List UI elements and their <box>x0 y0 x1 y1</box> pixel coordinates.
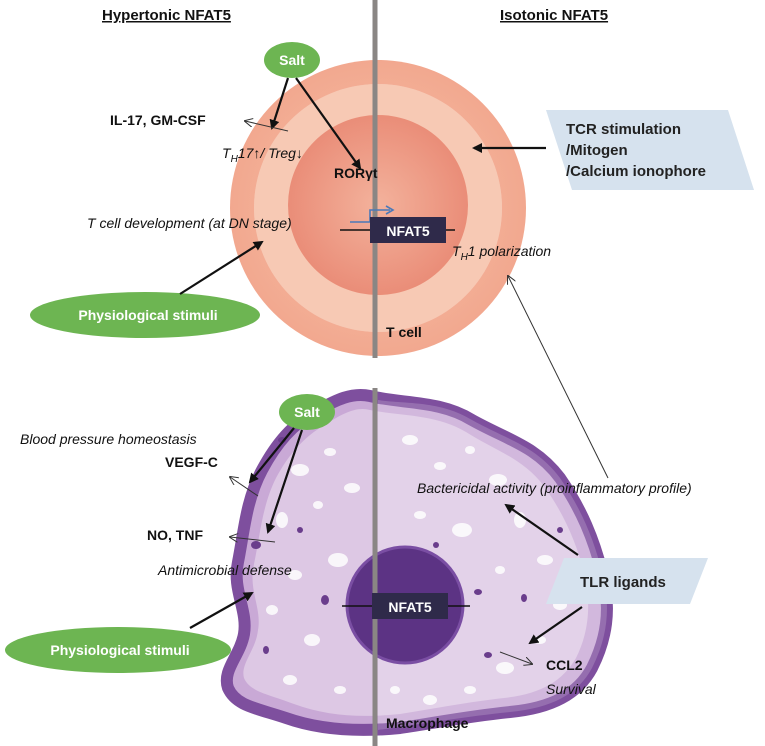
arrow-salt-to-no-tnf <box>265 429 304 534</box>
granules <box>251 437 563 658</box>
nfat5-label-tcell: NFAT5 <box>386 223 430 239</box>
ccl2-label: CCL2 <box>546 657 583 673</box>
blood-pressure-label: Blood pressure homeostasis <box>20 431 197 447</box>
no-tnf-label: NO, TNF <box>147 527 203 543</box>
arrow-to-il17 <box>245 121 289 132</box>
tcr-line2: /Mitogen <box>566 142 628 159</box>
tcr-box <box>546 110 754 190</box>
nfat5-label-macrophage: NFAT5 <box>388 599 432 615</box>
arrow-tlr-to-ccl2 <box>528 606 583 645</box>
arrow-salt-to-rorgt <box>295 77 362 170</box>
tcr-line3: /Calcium ionophore <box>566 163 706 180</box>
physio-bubble-tcell <box>30 292 260 338</box>
nfat5-box-macrophage <box>372 593 448 619</box>
tcell-label: T cell <box>386 324 422 340</box>
physio-bubble-macrophage <box>5 627 231 673</box>
arrow-to-no-tnf <box>230 537 276 543</box>
arrow-to-ccl2 <box>499 651 532 664</box>
arrow-salt-to-th17 <box>269 77 290 130</box>
nfat5-box-tcell <box>370 217 446 243</box>
macrophage-label: Macrophage <box>386 715 469 731</box>
physio-label-macrophage: Physiological stimuli <box>50 642 189 658</box>
salt-label-tcell: Salt <box>279 52 305 68</box>
gene-transcription-arrow <box>350 209 390 223</box>
physio-label-tcell: Physiological stimuli <box>78 307 217 323</box>
arrow-to-vegfc <box>230 477 259 497</box>
tlr-label: TLR ligands <box>580 574 666 591</box>
salt-label-macrophage: Salt <box>294 404 320 420</box>
tcr-line1: TCR stimulation <box>566 121 681 138</box>
salt-bubble-macrophage <box>279 394 335 430</box>
arrow-physio-to-development <box>179 240 264 295</box>
vegfc-label: VEGF-C <box>165 454 218 470</box>
survival-label: Survival <box>546 681 597 697</box>
arrow-physio-to-antimicrobial <box>189 592 254 629</box>
arrow-to-th1 <box>508 276 609 479</box>
header-isotonic: Isotonic NFAT5 <box>500 7 608 24</box>
th17-treg-label: TH17↑/ Treg↓ <box>222 145 303 165</box>
antimicrobial-label: Antimicrobial defense <box>157 562 292 578</box>
arrow-salt-to-vegfc <box>248 427 295 484</box>
il17-gmcsf-label: IL-17, GM-CSF <box>110 112 206 128</box>
header-hypertonic: Hypertonic NFAT5 <box>102 7 231 24</box>
bactericidal-label: Bactericidal activity (proinflammatory p… <box>417 480 692 496</box>
t-cell-nucleus <box>288 115 468 295</box>
tcell-development-label: T cell development (at DN stage) <box>87 215 292 231</box>
salt-bubble-tcell <box>264 42 320 78</box>
rorgt-label: RORγt <box>334 165 378 181</box>
tlr-box <box>546 558 708 604</box>
th1-polarization-label: TH1 polarization <box>452 243 551 263</box>
arrow-tlr-to-bactericidal <box>504 503 579 556</box>
t-cell <box>230 60 526 356</box>
